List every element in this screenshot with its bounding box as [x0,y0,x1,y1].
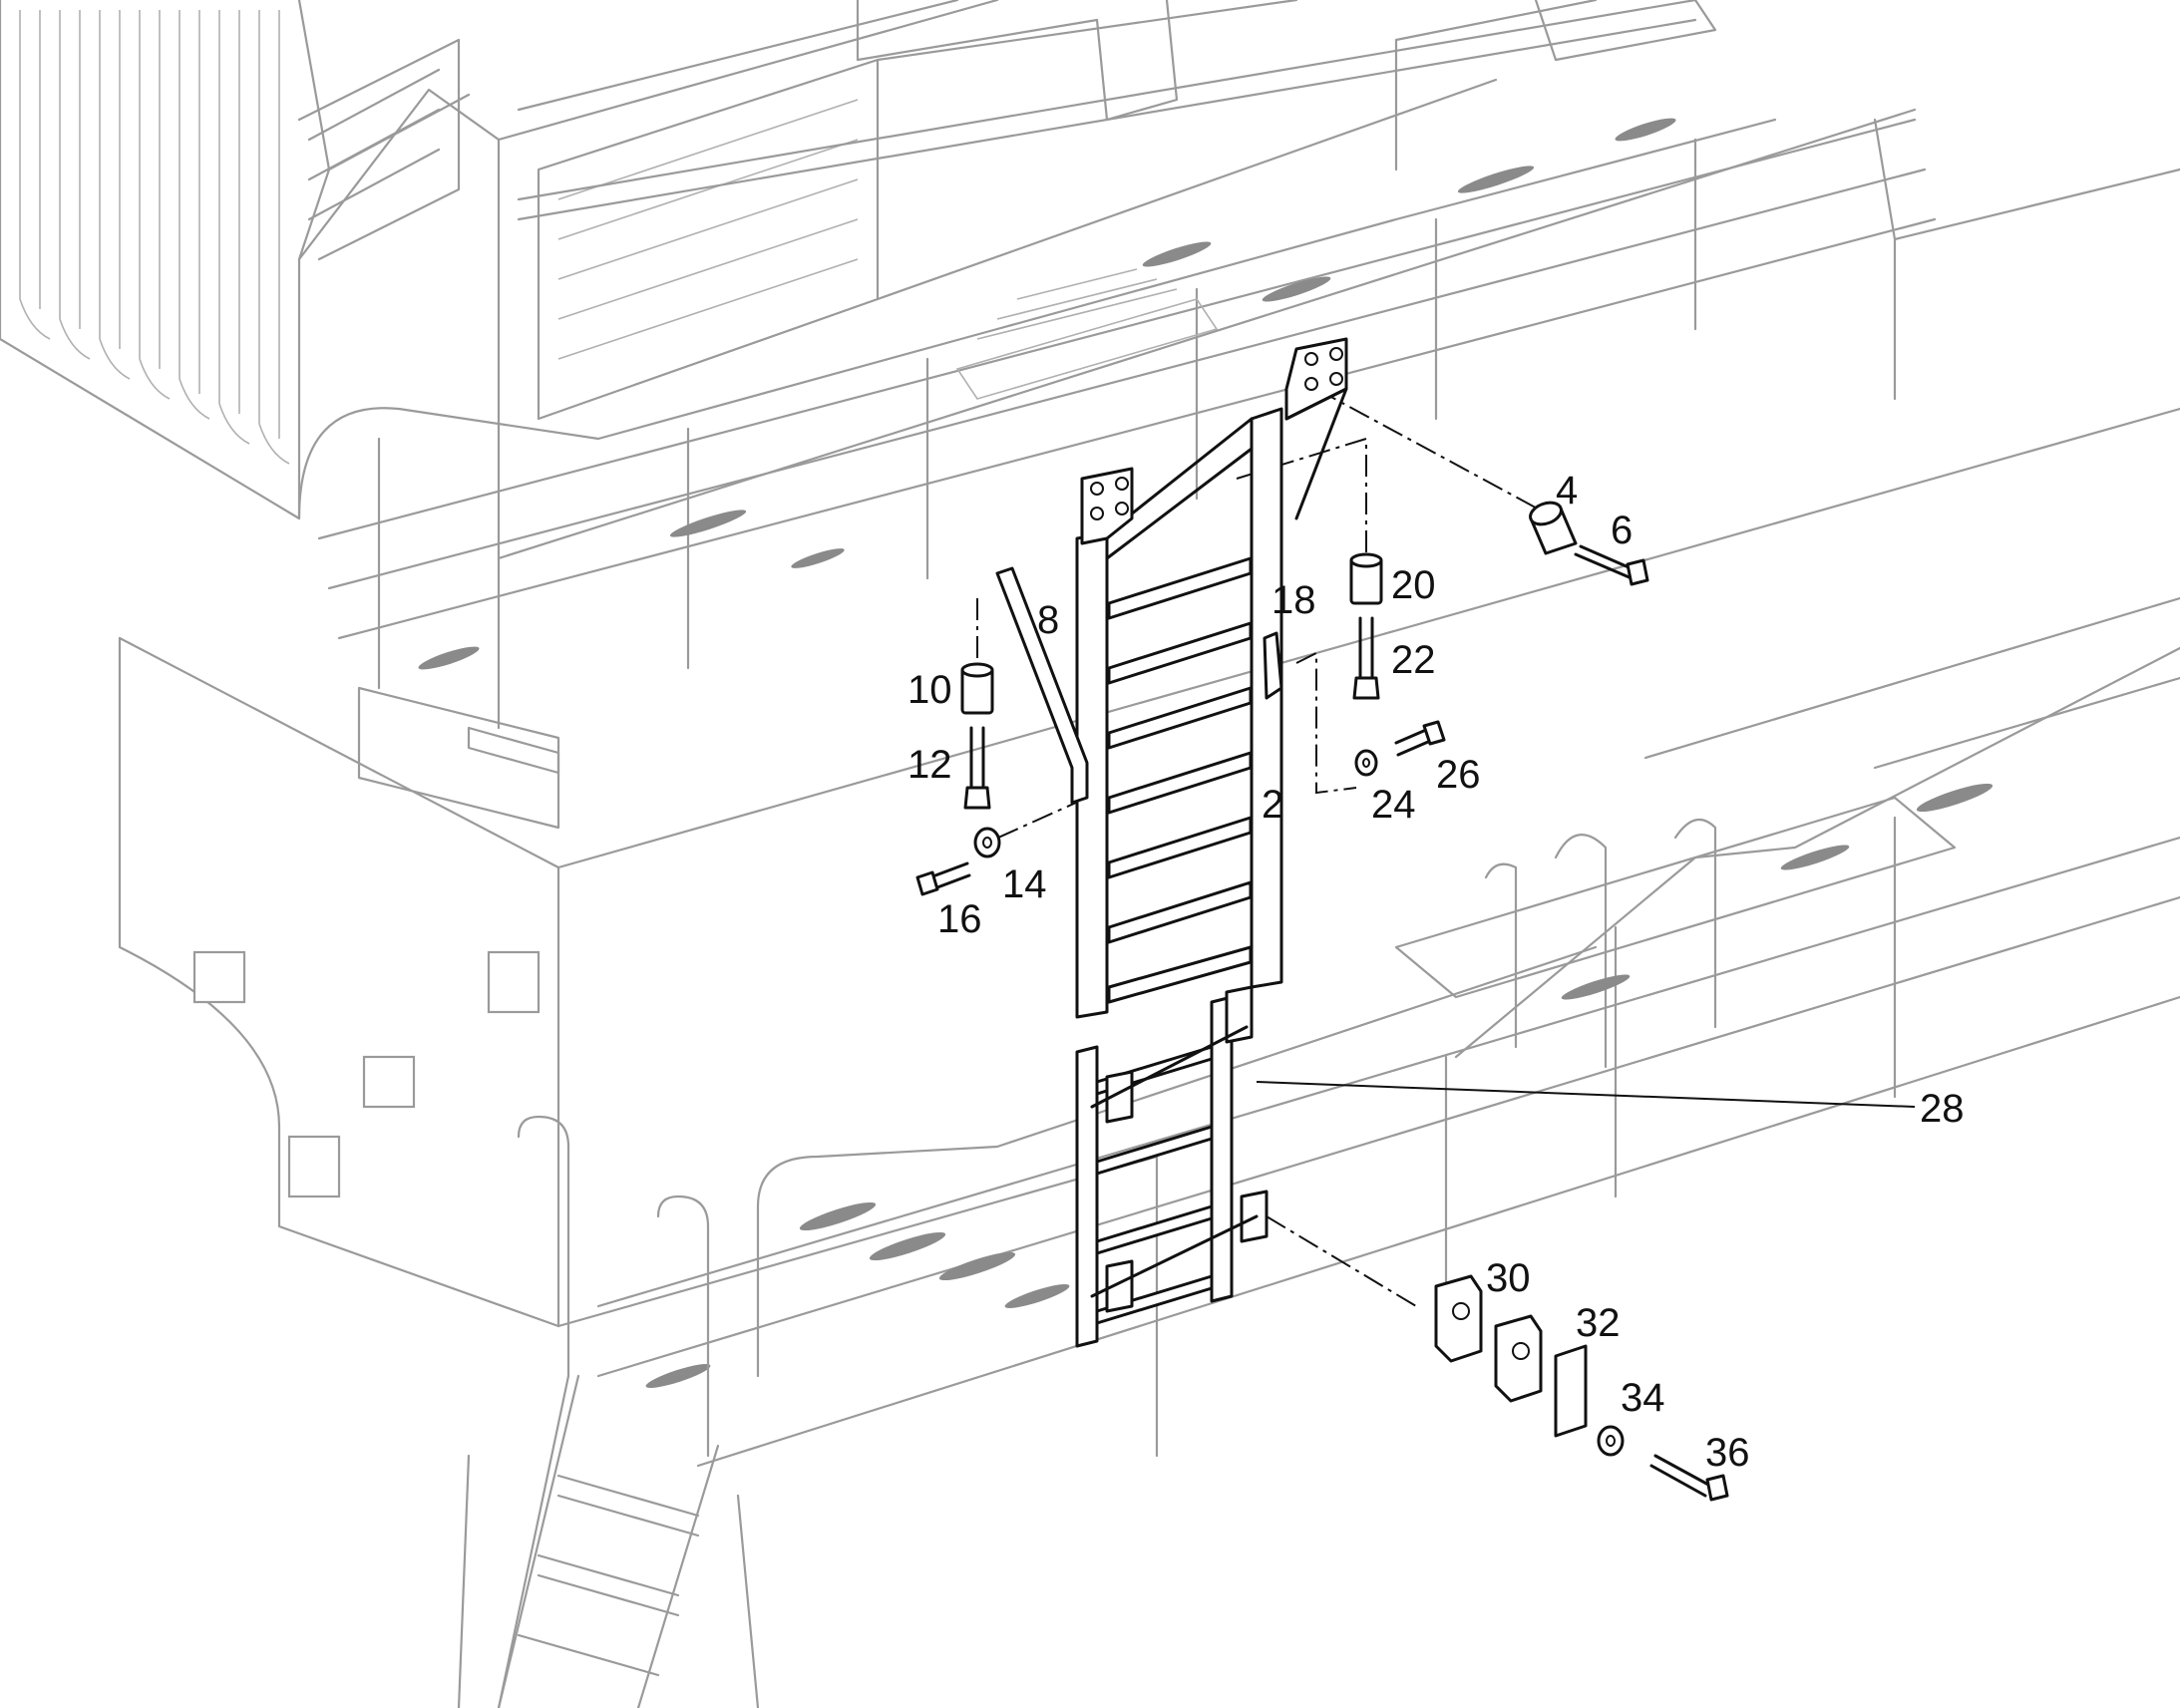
callout-4: 4 [1556,469,1578,512]
callout-34: 34 [1621,1376,1665,1420]
bolt-part-26 [1394,720,1446,757]
brace-part-18 [1263,631,1283,700]
bolt-part-22 [1352,616,1380,700]
callout-30: 30 [1486,1256,1531,1300]
callout-20: 20 [1391,563,1436,607]
callout-12: 12 [908,743,952,787]
grille-bars [19,10,290,465]
bolt-part-36 [1649,1454,1729,1502]
callout-36: 36 [1705,1431,1750,1475]
callout-18: 18 [1272,578,1316,622]
grille-housing [0,0,501,560]
washer-part-34 [1597,1425,1625,1457]
callout-14: 14 [1002,862,1047,906]
bolt-part-6 [1574,544,1649,586]
brace-part-8 [995,566,1089,805]
bolt-part-16 [915,861,971,896]
leader-28 [1256,1081,1916,1108]
callout-6: 6 [1611,509,1633,552]
callout-16: 16 [937,897,982,941]
spacer-part-10 [960,662,994,715]
top-left-bracket [1080,467,1134,545]
plate [1554,1344,1588,1438]
upper-ladder-part-2 [1075,337,1348,1019]
callout-32: 32 [1576,1301,1621,1345]
spacer-part-20 [1349,552,1383,605]
clamp-part-32 [1494,1314,1543,1403]
bolt-part-12 [963,726,991,810]
ladder-rungs [1107,556,1253,1004]
callouts: 2 4 6 8 10 12 14 16 18 20 22 24 26 28 30… [908,469,1965,1475]
callout-28: 28 [1920,1087,1965,1131]
callout-22: 22 [1391,638,1436,682]
lower-grates [645,783,1994,1388]
washer-part-14 [973,827,1001,858]
access-stair [457,1115,760,1708]
washer-part-24 [1354,749,1378,777]
clamp-part-30 [1434,1274,1483,1363]
callout-10: 10 [908,668,952,712]
callout-2: 2 [1262,783,1283,827]
hardware [915,501,1729,1502]
callout-26: 26 [1436,753,1481,797]
callout-24: 24 [1371,783,1416,827]
top-right-bracket [1284,337,1348,520]
spacer-part-4 [1529,501,1578,555]
lower-ladder-part-28 [1075,985,1269,1348]
upper-deck [297,0,2180,830]
callout-8: 8 [1037,598,1059,642]
upper-grates [418,118,1676,670]
